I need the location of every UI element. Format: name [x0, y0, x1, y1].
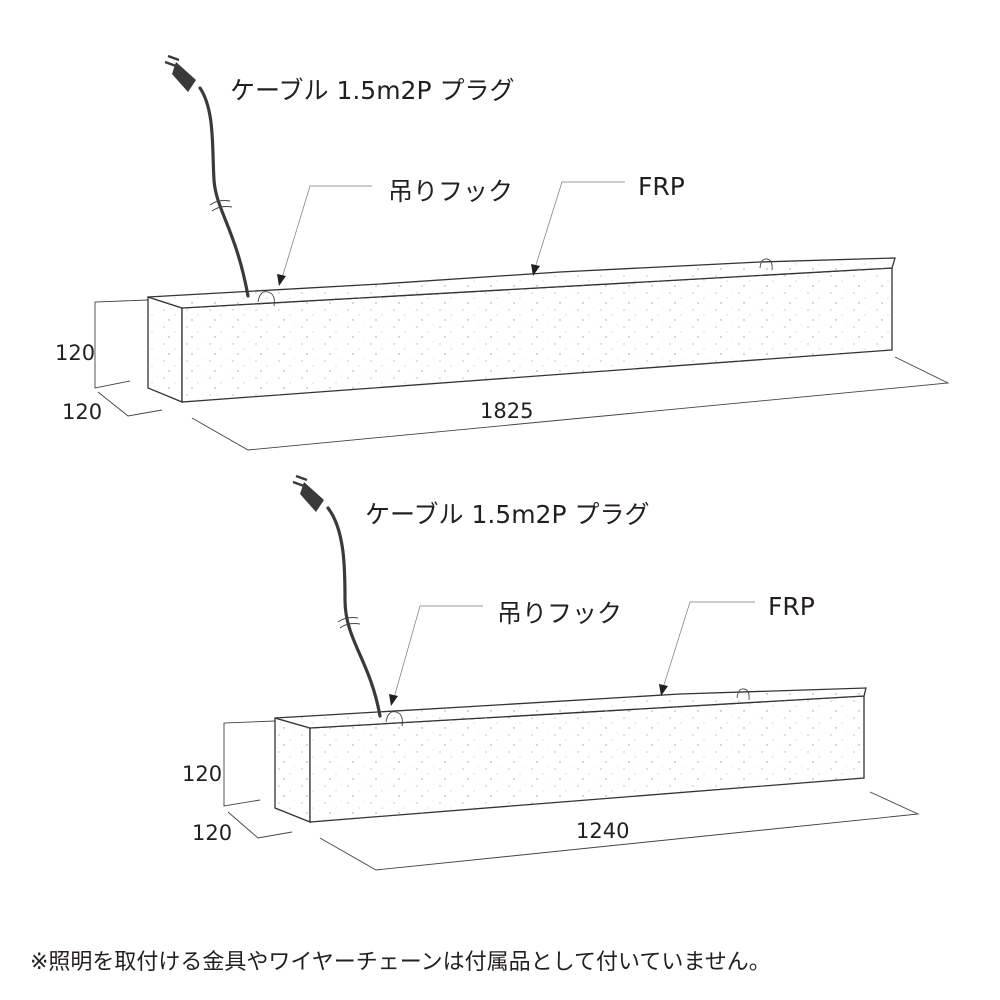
material-label: FRP — [638, 172, 685, 201]
leader-lines — [277, 181, 625, 286]
depth-dimension: 120 — [192, 821, 232, 845]
frp-box — [147, 257, 896, 403]
leader-lines — [389, 601, 755, 706]
material-label: FRP — [768, 592, 815, 621]
power-cable-plug — [164, 54, 250, 298]
frp-box — [274, 687, 867, 823]
power-cable-plug — [292, 474, 382, 718]
footnote: ※照明を取付ける金具やワイヤーチェーンは付属品として付いていません。 — [30, 950, 771, 975]
height-dimension: 120 — [182, 762, 222, 786]
dimension-lines — [94, 299, 950, 451]
light-fixture-1240: ケーブル 1.5m2P プラグ 吊りフック FRP 120 120 1240 — [182, 474, 920, 871]
dimension-lines — [223, 720, 920, 871]
height-dimension: 120 — [55, 341, 95, 365]
cable-label: ケーブル 1.5m2P プラグ — [365, 500, 650, 529]
length-dimension: 1240 — [576, 819, 629, 843]
depth-dimension: 120 — [62, 400, 102, 424]
light-fixture-1825: ケーブル 1.5m2P プラグ 吊りフック FRP 120 120 1825 — [55, 54, 950, 451]
length-dimension: 1825 — [480, 399, 533, 423]
hook-label: 吊りフック — [388, 177, 513, 206]
hanging-hook — [385, 688, 750, 727]
hook-label: 吊りフック — [497, 599, 622, 628]
hanging-hook — [257, 258, 773, 307]
cable-label: ケーブル 1.5m2P プラグ — [230, 76, 515, 105]
